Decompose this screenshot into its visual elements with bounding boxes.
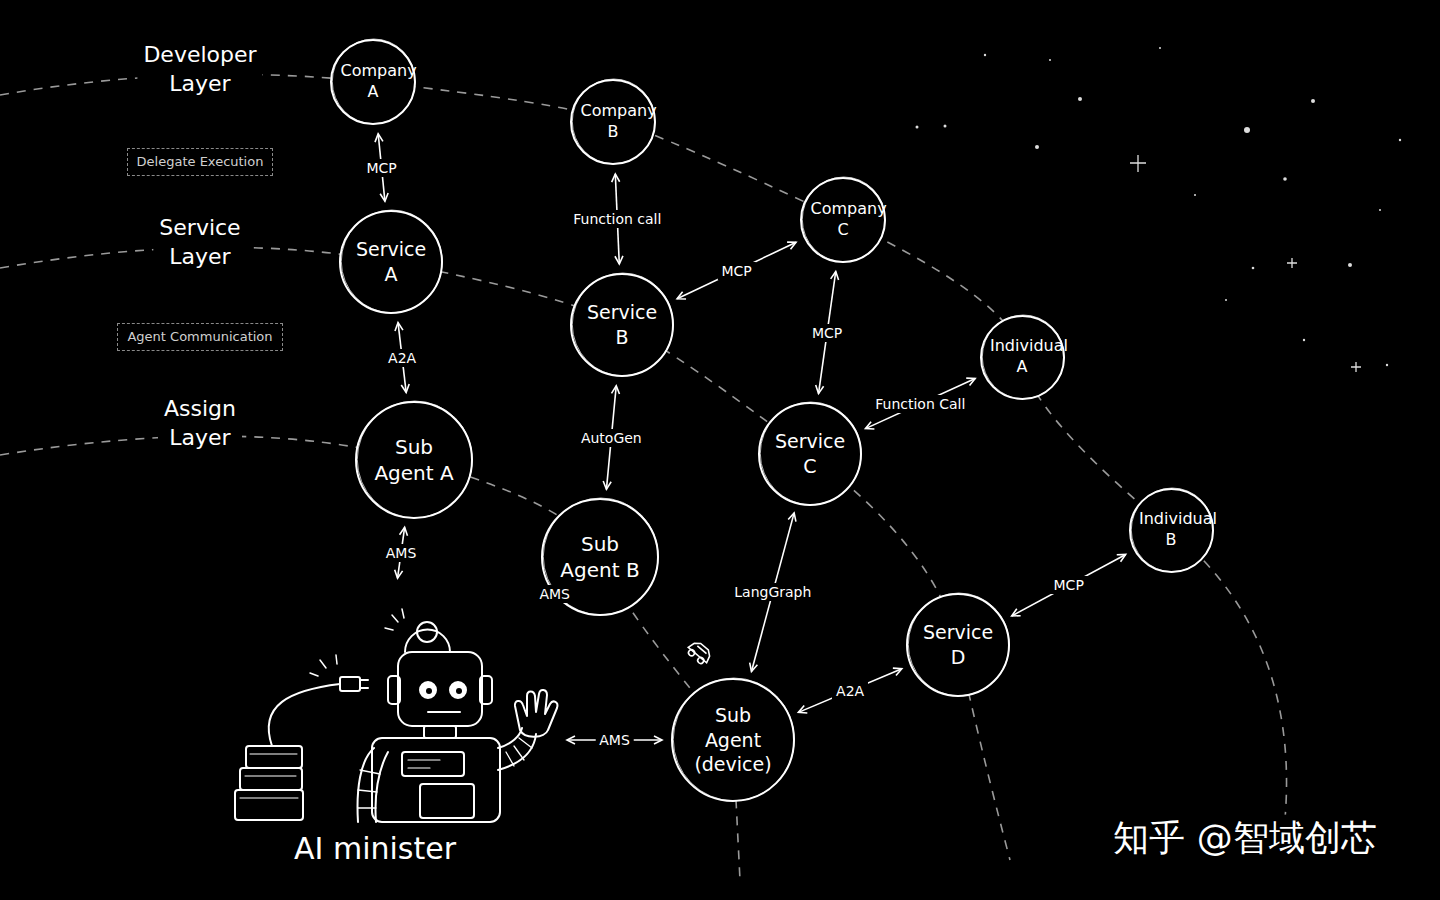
circle-stroke xyxy=(907,594,1009,696)
circle-sketch-stroke xyxy=(332,39,415,124)
layer-arcs xyxy=(0,74,1287,880)
star-crosses xyxy=(1130,155,1361,372)
layer-label: Developer Layer xyxy=(137,41,262,98)
circle-node: Company C xyxy=(799,176,887,264)
layer-label: Assign Layer xyxy=(158,395,242,452)
dashed-note-box: Agent Communication xyxy=(117,323,282,352)
circle-sketch-stroke xyxy=(908,593,1009,696)
circle-sketch-stroke xyxy=(572,273,673,376)
connector-arrow xyxy=(798,669,901,713)
node-text: Company B xyxy=(581,101,646,143)
connector-label: AMS xyxy=(535,585,574,603)
circle-stroke xyxy=(759,403,861,505)
node-text: Agent Communication xyxy=(127,329,272,346)
circle-node: Service D xyxy=(905,592,1011,698)
circle-stroke xyxy=(340,211,442,313)
connector-label: AMS xyxy=(595,731,634,749)
circle-sketch-stroke xyxy=(760,402,861,505)
circle-node: Individual B xyxy=(1128,487,1215,574)
circle-outline xyxy=(338,209,444,315)
circle-sketch-stroke xyxy=(982,315,1064,399)
node-text: Service A xyxy=(352,237,430,286)
watermark: 知乎 @智域创芯 xyxy=(1113,815,1376,862)
circle-stroke xyxy=(356,402,472,518)
node-text: Individual A xyxy=(990,336,1054,378)
circle-node: Sub Agent A xyxy=(354,400,474,520)
node-text: Company A xyxy=(341,61,406,103)
circle-sketch-stroke xyxy=(572,79,655,164)
circle-node: Service C xyxy=(757,401,863,507)
circle-sketch-stroke xyxy=(802,177,885,262)
circle-stroke xyxy=(801,178,885,262)
connector-label: A2A xyxy=(384,349,420,367)
node-text: Service B xyxy=(583,300,661,349)
connector-label: Function Call xyxy=(871,395,969,413)
connector-label: MCP xyxy=(808,324,846,342)
connector-label: A2A xyxy=(832,682,868,700)
circle-node: Service A xyxy=(338,209,444,315)
connector-label: MCP xyxy=(1050,576,1088,594)
circle-node: Individual A xyxy=(979,314,1066,401)
circle-stroke xyxy=(1130,489,1213,572)
circle-outline xyxy=(757,401,863,507)
node-text: Sub Agent A xyxy=(370,434,459,486)
connector-arrow xyxy=(677,242,796,299)
node-text: Individual B xyxy=(1139,509,1203,551)
circle-stroke xyxy=(331,40,415,124)
figure-node: AI minister xyxy=(205,600,545,880)
connector-label: AMS xyxy=(382,544,421,562)
node-text: AI minister xyxy=(294,829,456,868)
circle-stroke xyxy=(672,679,794,801)
connector-label: AutoGen xyxy=(577,429,646,447)
node-text: Service C xyxy=(771,429,849,478)
node-text: Delegate Execution xyxy=(137,154,264,171)
circle-outline xyxy=(569,272,675,378)
connector-label: LangGraph xyxy=(730,583,815,601)
circle-outline xyxy=(354,400,474,520)
circle-sketch-stroke xyxy=(1131,488,1213,572)
circle-node: Company A xyxy=(329,38,417,126)
circle-node: Service B xyxy=(569,272,675,378)
circle-node: Sub Agent (device) xyxy=(670,677,796,803)
connector-label: MCP xyxy=(362,159,400,177)
circle-stroke xyxy=(571,274,673,376)
circle-sketch-stroke xyxy=(673,678,794,801)
circle-stroke xyxy=(981,316,1064,399)
layer-label: Service Layer xyxy=(153,214,246,271)
circle-sketch-stroke xyxy=(357,401,472,518)
connector-arrow xyxy=(865,378,975,428)
circle-outline xyxy=(905,592,1011,698)
node-text: Sub Agent B xyxy=(556,531,645,583)
circle-node: Company B xyxy=(569,78,657,166)
connector-label: Function call xyxy=(569,210,665,228)
car-icon xyxy=(685,639,714,667)
circle-sketch-stroke xyxy=(341,210,442,313)
circle-stroke xyxy=(571,80,655,164)
node-text: Company C xyxy=(811,199,876,241)
connector-arrow xyxy=(1012,554,1126,616)
dashed-note-box: Delegate Execution xyxy=(127,148,274,177)
stars xyxy=(916,47,1402,366)
node-text: Service D xyxy=(919,620,997,669)
node-text: Sub Agent (device) xyxy=(689,703,778,777)
connector-label: MCP xyxy=(717,262,755,280)
robot-illustration xyxy=(235,609,557,822)
